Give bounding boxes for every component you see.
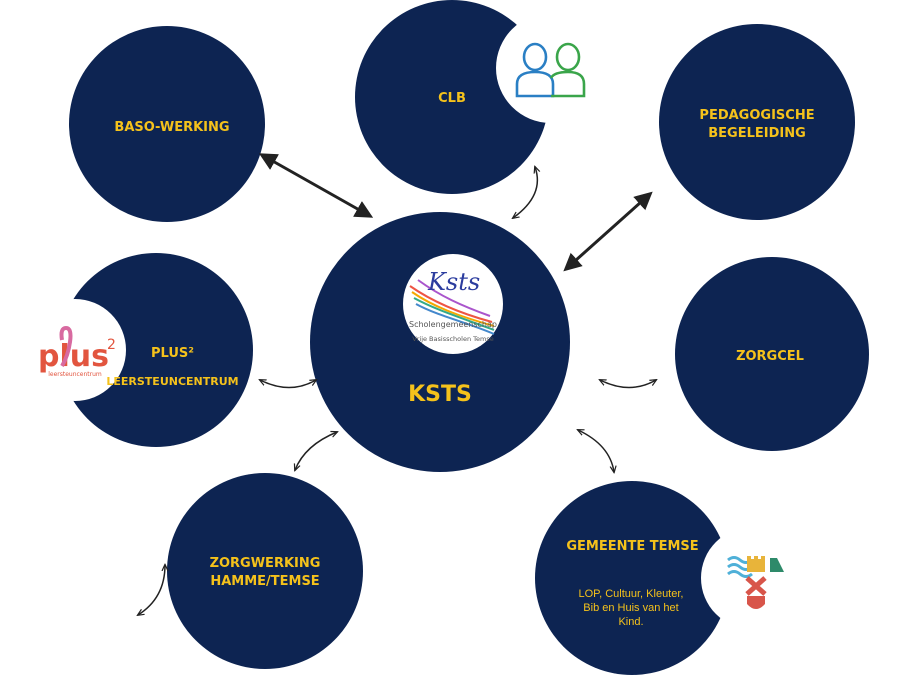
arrow-zorgwerking-side <box>138 565 165 615</box>
baso-label: BASO-WERKING <box>114 120 230 135</box>
plus-logo: plus 2 leersteuncentrum <box>38 325 116 378</box>
arrow-clb-center <box>513 167 537 218</box>
plus-logo-sup: 2 <box>107 337 116 353</box>
ksts-logo-subtitle: Scholengemeenschap <box>409 320 497 329</box>
plus-logo-text: plus <box>38 339 109 374</box>
baso-circle <box>69 26 265 222</box>
zorgwerking-label-line1: ZORGWERKING <box>209 556 321 571</box>
ksts-logo-text: Ksts <box>427 268 480 296</box>
people-icon <box>515 42 586 98</box>
gemeente-label: GEMEENTE TEMSE <box>566 539 699 554</box>
ksts-logo: Ksts Scholengemeenschap Vrije Basisschol… <box>409 268 497 343</box>
arrow-gemeente-center <box>578 430 614 472</box>
zorgwerking-label: ZORGWERKING HAMME/TEMSE <box>195 555 335 590</box>
clb-badge <box>496 13 606 123</box>
plus-badge <box>24 299 126 401</box>
gemeente-circle <box>535 481 729 675</box>
zorgwerking-label-line2: HAMME/TEMSE <box>210 573 320 589</box>
temse-coat-of-arms-icon <box>727 556 784 609</box>
plus-label-line2: LEERSTEUNCENTRUM <box>106 374 239 388</box>
pedagogische-circle <box>659 24 855 220</box>
center-label: KSTS <box>408 382 472 407</box>
connection-arrows <box>138 153 656 615</box>
center-logo-badge <box>403 254 503 354</box>
pedagogische-label: PEDAGOGISCHE BEGELEIDING <box>672 107 842 142</box>
plus-logo-subtitle: leersteuncentrum <box>48 371 102 378</box>
ksts-logo-subtitle2: Vrije Basisscholen Temse <box>412 335 493 343</box>
pedagogische-label-line2: BEGELEIDING <box>708 125 806 141</box>
zorgcel-circle <box>675 257 869 451</box>
gemeente-badge <box>701 527 803 629</box>
zorgcel-label: ZORGCEL <box>736 349 804 364</box>
zorgwerking-circle <box>167 473 363 669</box>
plus-label: PLUS² LEERSTEUNCENTRUM <box>105 345 240 389</box>
plus-circle <box>59 253 253 447</box>
arrow-baso-center <box>258 153 374 218</box>
plus-label-line1: PLUS² <box>151 346 194 361</box>
gemeente-detail: LOP, Cultuur, Kleuter, Bib en Huis van h… <box>578 588 684 628</box>
arrow-zorgcel-center <box>600 380 656 389</box>
clb-label: CLB <box>438 91 466 106</box>
pedagogische-label-line1: PEDAGOGISCHE <box>699 108 815 123</box>
arrow-pedagogische-center <box>563 191 653 272</box>
arrow-zorgwerking-center <box>295 432 337 470</box>
arrow-plus-center <box>260 380 316 389</box>
